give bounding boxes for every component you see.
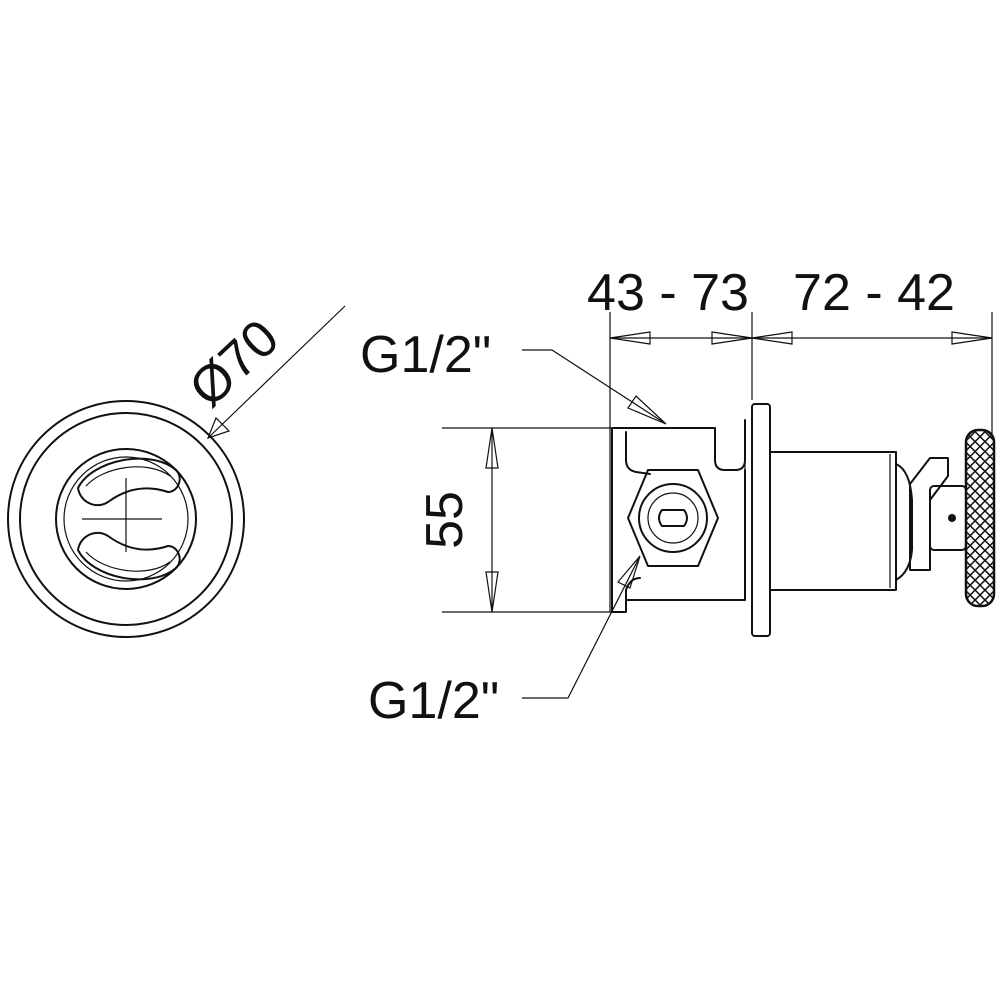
- bottom-connection-leader: [522, 555, 641, 699]
- dim-arrow-1: [609, 331, 651, 345]
- hex-nut-slot: [658, 509, 688, 527]
- front-view: Ø70: [7, 305, 346, 638]
- side-view: 43 - 73 72 - 42 55 G1/2": [360, 264, 996, 730]
- wall-flange: [751, 403, 771, 637]
- spindle-screw-icon: [948, 514, 956, 522]
- depth-range-label: 43 - 73: [587, 264, 749, 322]
- height-arrow-bottom: [485, 571, 499, 613]
- front-lever-upper: [77, 457, 181, 507]
- diameter-leader-line: [207, 305, 346, 439]
- dim-arrow-4: [951, 331, 993, 345]
- valve-body-notch: [625, 431, 651, 475]
- top-connection-label: G1/2": [360, 326, 491, 384]
- dim-arrow-2: [711, 331, 753, 345]
- handle-range-label: 72 - 42: [793, 264, 955, 322]
- front-lever-upper-groove: [85, 466, 171, 487]
- hex-nut-ring: [638, 483, 708, 553]
- top-connection-leader: [522, 349, 667, 425]
- top-connection-arrowhead: [627, 395, 667, 425]
- front-lever-lower-groove: [85, 551, 171, 572]
- lever-arm: [909, 457, 949, 571]
- spindle: [895, 463, 913, 581]
- height-label: 55: [416, 491, 474, 549]
- diameter-label: Ø70: [179, 309, 290, 418]
- front-inner-ring: [19, 412, 233, 626]
- bottom-connection-label: G1/2": [368, 672, 499, 730]
- front-outer-ring: [7, 400, 245, 638]
- front-knob-ring-inner: [63, 456, 189, 582]
- front-knob-ring: [55, 448, 197, 590]
- diameter-arrowhead: [206, 416, 231, 439]
- front-lever-lower: [77, 531, 181, 581]
- bottom-connection-arrowhead: [617, 555, 641, 589]
- hex-nut: [627, 469, 719, 567]
- knurled-handle: [964, 428, 996, 608]
- height-arrow-top: [485, 427, 499, 469]
- dim-arrow-3: [751, 331, 793, 345]
- hex-nut-ring-inner: [647, 492, 699, 544]
- body-cylinder: [769, 451, 897, 591]
